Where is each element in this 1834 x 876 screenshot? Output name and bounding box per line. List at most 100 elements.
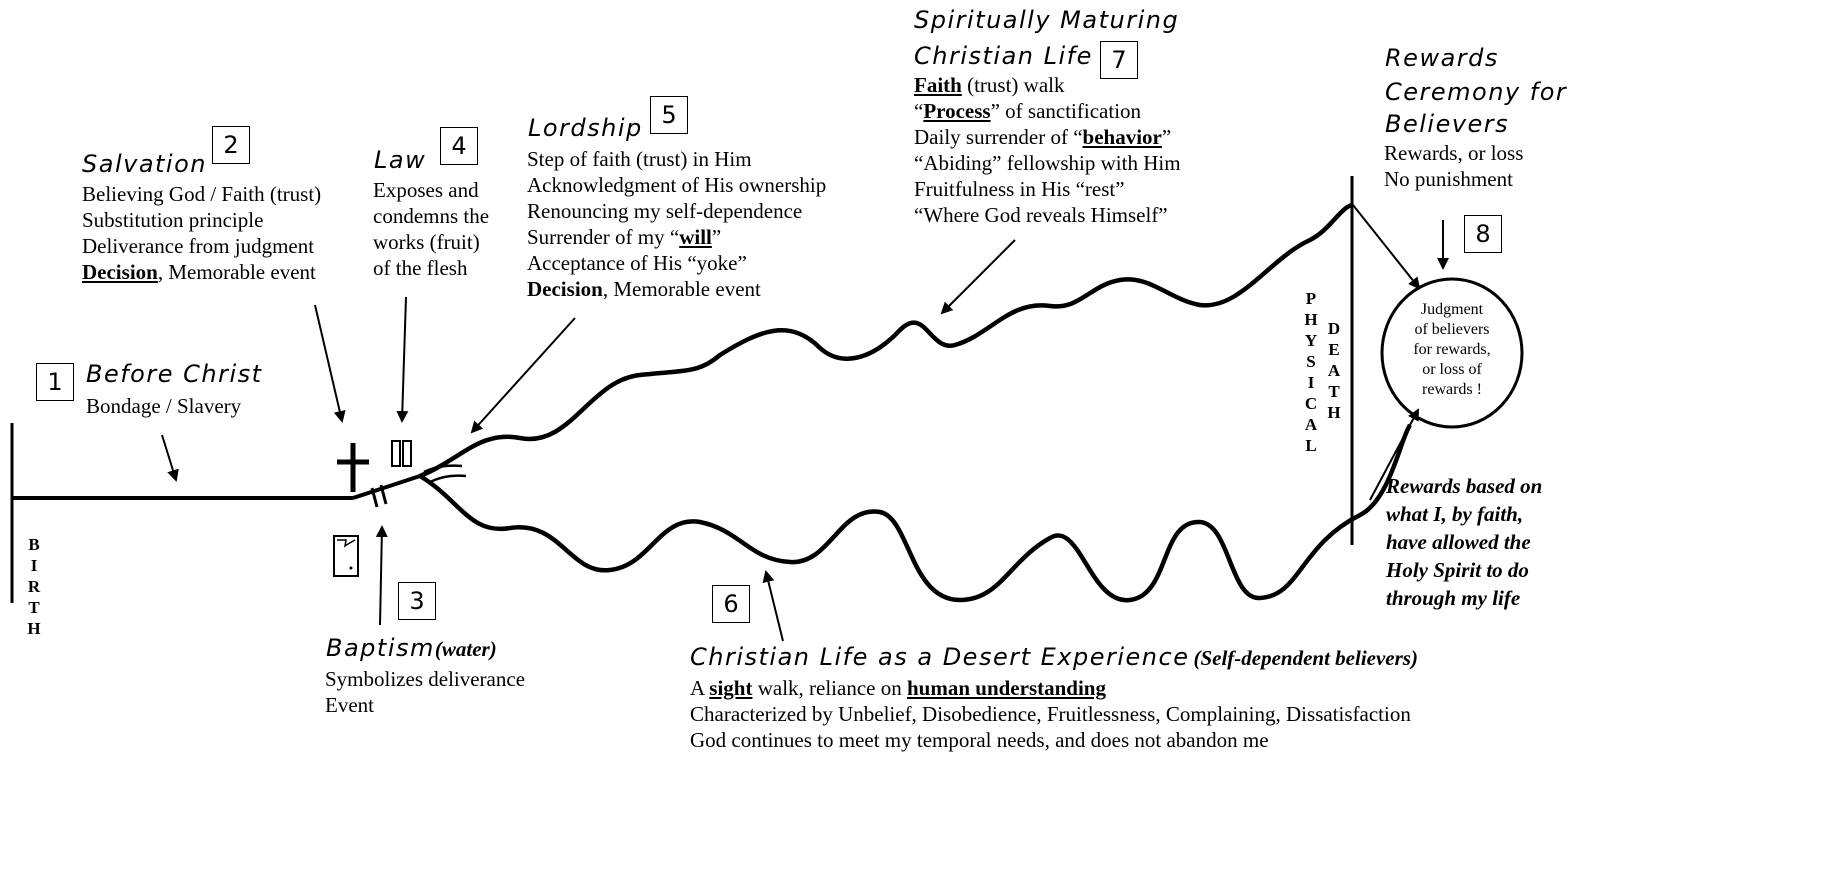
lordship-title: Lordship <box>528 114 643 142</box>
judgment-line-5: rewards ! <box>1422 381 1482 398</box>
lordship-line-6: Decision, Memorable event <box>527 276 826 302</box>
law-text: Exposes and condemns the works (fruit) o… <box>373 177 489 281</box>
physical-letter: L <box>1305 436 1317 455</box>
baptism-line-1: Symbolizes deliverance <box>325 667 526 691</box>
maturing-process: Process <box>923 99 991 123</box>
rewards-based-line-2: what I, by faith, <box>1386 502 1524 526</box>
arrow-law <box>396 296 409 423</box>
judgment-line-2: of believers <box>1414 321 1490 338</box>
desert-sight: sight <box>709 676 753 700</box>
law-tablets-icon <box>391 440 412 467</box>
birth-label: B I R T H <box>26 534 42 639</box>
physical-letter: A <box>1304 415 1318 434</box>
rewards-based-line-4: Holy Spirit to do <box>1386 558 1529 582</box>
rewards-based-line-5: through my life <box>1386 586 1521 610</box>
desert-title-paren: (Self-dependent believers) <box>1193 646 1418 670</box>
step-3-box: 3 <box>398 582 436 620</box>
before-christ-text: Bondage / Slavery <box>86 394 242 418</box>
desert-title-main: Christian Life as a Desert Experience <box>690 643 1190 671</box>
lordship-line-5: Acceptance of His “yoke” <box>527 251 747 275</box>
rewards-ceremony-title-1: Rewards <box>1385 44 1499 72</box>
desert-line-2: Characterized by Unbelief, Disobedience,… <box>690 702 1411 726</box>
desert-walk: walk, reliance on <box>752 676 907 700</box>
death-label: D E A T H <box>1326 318 1342 423</box>
salvation-line-1: Believing God / Faith (trust) <box>82 182 322 206</box>
rewards-ceremony-text: Rewards, or loss No punishment <box>1384 140 1523 192</box>
desert-life-path <box>418 423 1412 603</box>
cross-icon <box>337 443 369 492</box>
lordship-will: will <box>679 225 712 249</box>
maturing-line-1: Faith (trust) walk <box>914 72 1181 98</box>
desert-a: A <box>690 676 710 700</box>
arrow-desert <box>762 570 784 642</box>
desert-human-understanding: human understanding <box>906 676 1106 700</box>
maturing-title-2: Christian Life <box>914 42 1093 70</box>
arrow-before-christ <box>161 434 179 482</box>
death-letter: E <box>1328 340 1340 359</box>
maturing-faith: Faith <box>914 73 962 97</box>
rewards-based-text: Rewards based on what I, by faith, have … <box>1386 472 1542 612</box>
step-1-box: 1 <box>36 363 74 401</box>
step-5-box: 5 <box>650 96 688 134</box>
baptism-title: Baptism(water) <box>326 634 497 662</box>
rewards-based-line-1: Rewards based on <box>1386 474 1543 498</box>
arrow-lordship <box>470 317 576 434</box>
death-letter: D <box>1327 319 1341 338</box>
maturing-line-2: “Process” of sanctification <box>914 98 1181 124</box>
birth-letter: T <box>28 598 40 617</box>
physical-letter: I <box>1307 373 1315 392</box>
maturing-sanct: ” of sanctification <box>990 99 1142 123</box>
rewards-ceremony-line-1: Rewards, or loss <box>1384 141 1524 165</box>
salvation-decision: Decision <box>82 260 158 284</box>
rewards-ceremony-title-3: Believers <box>1385 110 1510 138</box>
break-mark-baptism <box>370 487 379 508</box>
baptism-title-paren: (water) <box>434 637 497 661</box>
maturing-line-4: “Abiding” fellowship with Him <box>914 151 1181 175</box>
step-6-box: 6 <box>712 585 750 623</box>
birth-letter: H <box>27 619 41 638</box>
step-4-box: 4 <box>440 127 478 165</box>
lordship-decision: Decision <box>527 277 603 301</box>
maturing-title-1: Spiritually Maturing <box>914 6 1180 34</box>
law-title: Law <box>374 146 427 174</box>
arrow-salvation <box>314 304 346 423</box>
maturing-text: Faith (trust) walk “Process” of sanctifi… <box>914 72 1181 228</box>
maturing-q2: ” <box>1161 125 1172 149</box>
step-8-box: 8 <box>1464 215 1502 253</box>
law-line-1: Exposes and <box>373 178 479 202</box>
maturing-line-6: “Where God reveals Himself” <box>914 203 1168 227</box>
maturing-life-path <box>419 202 1353 479</box>
judgment-line-4: or loss of <box>1422 361 1482 378</box>
baptism-line-2: Event <box>325 693 374 717</box>
timeline-salvation-segment <box>352 474 421 500</box>
judgment-line-1: Judgment <box>1420 301 1484 318</box>
maturing-line-5: Fruitfulness in His “rest” <box>914 177 1125 201</box>
salvation-line-4: Decision, Memorable event <box>82 259 321 285</box>
desert-line-1: A sight walk, reliance on human understa… <box>690 675 1411 701</box>
lordship-line-2: Acknowledgment of His ownership <box>527 173 827 197</box>
physical-letter: H <box>1304 310 1318 329</box>
break-mark-baptism-2 <box>379 484 388 505</box>
lordship-memorable: , Memorable event <box>602 277 761 301</box>
salvation-line-3: Deliverance from judgment <box>82 234 315 258</box>
birth-letter: R <box>27 577 41 596</box>
maturing-q1: “ <box>914 99 924 123</box>
before-christ-title: Before Christ <box>86 360 263 388</box>
step-2-box: 2 <box>212 126 250 164</box>
salvation-text: Believing God / Faith (trust) Substituti… <box>82 181 321 285</box>
death-letter: T <box>1328 382 1340 401</box>
salvation-line-2: Substitution principle <box>82 208 264 232</box>
lordship-line-1: Step of faith (trust) in Him <box>527 147 752 171</box>
birth-letter: B <box>28 535 40 554</box>
lordship-text: Step of faith (trust) in Him Acknowledgm… <box>527 146 826 302</box>
desert-title: Christian Life as a Desert Experience (S… <box>690 643 1418 671</box>
lordship-line-3: Renouncing my self-dependence <box>527 199 803 223</box>
rewards-ceremony-title-2: Ceremony for <box>1385 78 1568 106</box>
death-letter: H <box>1327 403 1341 422</box>
rewards-ceremony-line-2: No punishment <box>1384 167 1513 191</box>
physical-letter: S <box>1306 352 1316 371</box>
rewards-based-line-3: have allowed the <box>1386 530 1531 554</box>
arrow-maturing <box>940 239 1016 315</box>
maturing-daily: Daily surrender of “ <box>914 125 1083 149</box>
